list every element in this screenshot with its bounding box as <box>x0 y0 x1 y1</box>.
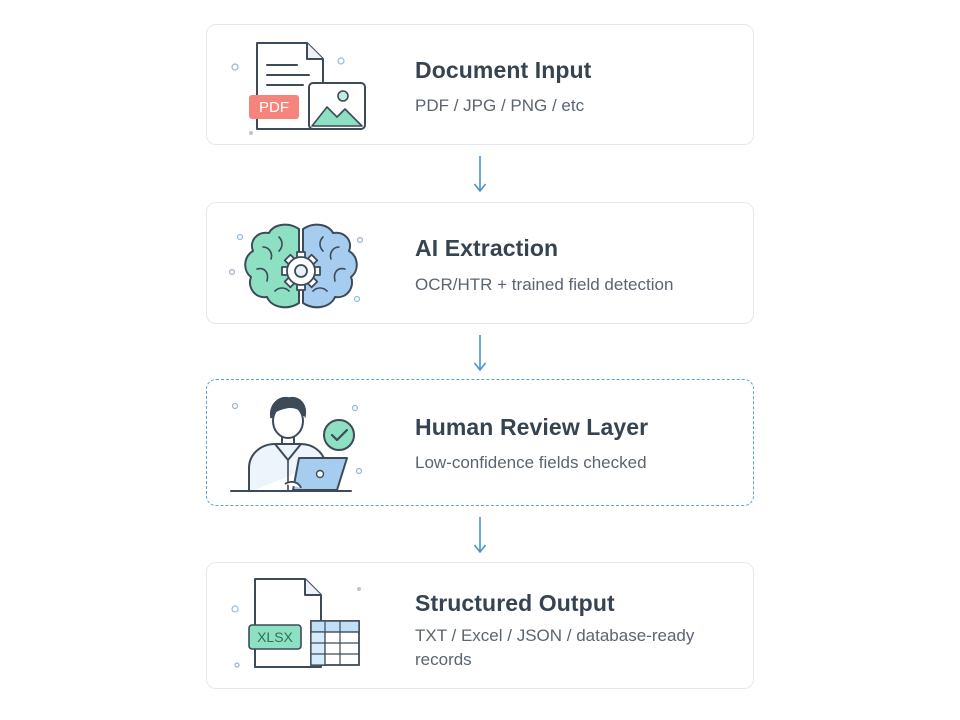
step-card-human-review: Human Review Layer Low-confidence fields… <box>206 379 754 506</box>
step-description: OCR/HTR + trained field detection <box>415 275 674 294</box>
down-arrow-icon <box>473 517 487 554</box>
brain-gear-icon <box>227 211 377 321</box>
step-card-document-input: PDF Document Input PDF / JPG / PNG / etc <box>206 24 754 145</box>
person-laptop-check-icon <box>227 388 377 498</box>
xlsx-badge-text: XLSX <box>257 629 293 645</box>
step-description: Low-confidence fields checked <box>415 453 647 472</box>
step-title: AI Extraction <box>415 235 559 261</box>
pdf-badge-text: PDF <box>259 99 289 116</box>
document-image-icon: PDF <box>227 33 377 143</box>
step-title: Document Input <box>415 57 592 83</box>
down-arrow-icon <box>473 335 487 372</box>
step-card-ai-extraction: AI Extraction OCR/HTR + trained field de… <box>206 202 754 324</box>
down-arrow-icon <box>473 156 487 193</box>
step-description: PDF / JPG / PNG / etc <box>415 96 585 115</box>
spreadsheet-file-icon: XLSX <box>227 571 377 681</box>
step-description: TXT / Excel / JSON / database-ready reco… <box>415 626 695 669</box>
step-title: Human Review Layer <box>415 414 649 440</box>
step-card-structured-output: XLSX Structured Output TXT / Excel / JSO… <box>206 562 754 689</box>
step-title: Structured Output <box>415 590 615 616</box>
